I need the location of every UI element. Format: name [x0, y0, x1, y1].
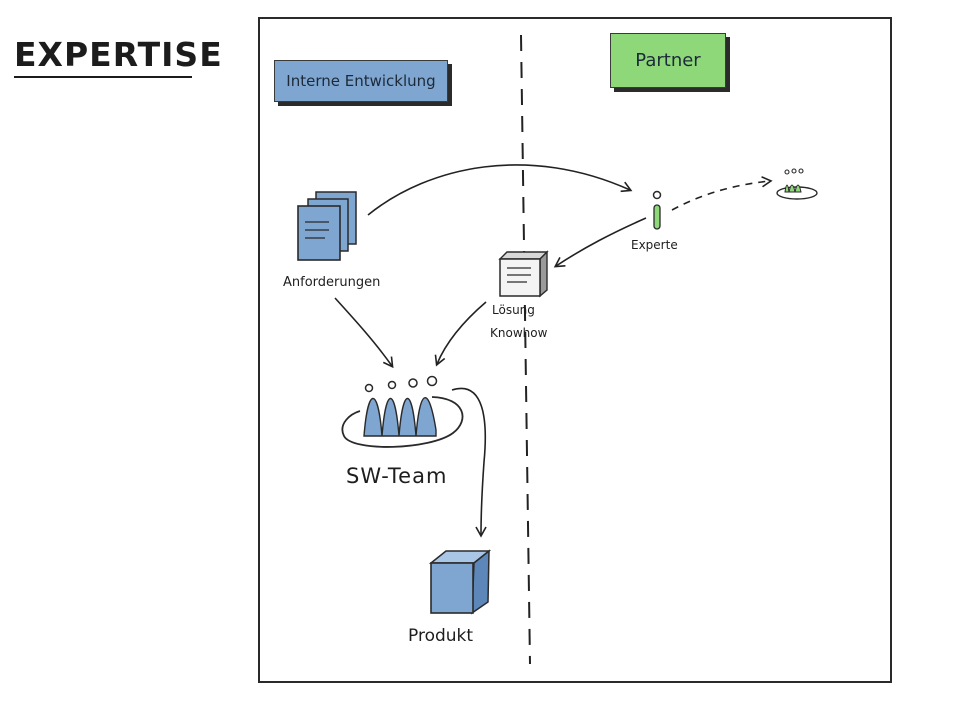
section-divider — [520, 34, 531, 665]
product-label: Produkt — [408, 626, 474, 646]
page-title: EXPERTISE — [14, 36, 222, 78]
diagram-frame — [258, 17, 892, 683]
arrow-requirements-to-team — [334, 297, 394, 369]
expert-person-icon — [652, 190, 662, 230]
product-cube-icon — [428, 549, 492, 615]
arrow-expert-to-partners — [671, 176, 773, 211]
team-icon — [341, 375, 464, 448]
knowhow-label: Knowhow — [490, 326, 548, 340]
arrow-knowhow-to-team — [434, 301, 487, 367]
team-label: SW-Team — [346, 464, 448, 488]
arrow-expert-to-knowhow — [553, 217, 647, 268]
section-internal-tag: Interne Entwicklung — [274, 60, 448, 102]
arrow-team-to-product — [451, 387, 487, 538]
requirements-label: Anforderungen — [283, 275, 381, 290]
arrow-requirements-to-expert — [367, 164, 633, 216]
partner-group-icon — [776, 168, 818, 200]
expert-label: Experte — [631, 238, 678, 252]
documents-icon — [297, 191, 357, 261]
solution-label: Lösung — [492, 303, 535, 317]
knowhow-box-icon — [498, 250, 549, 298]
section-partner-tag: Partner — [610, 33, 726, 88]
